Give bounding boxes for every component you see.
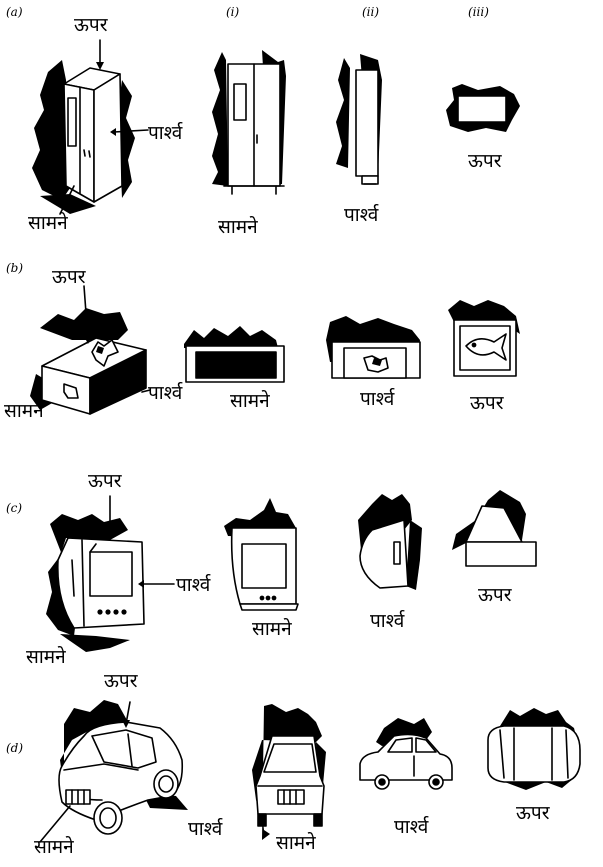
fridge-view-ii-label: पार्श्व <box>344 204 379 226</box>
fridge-top-label: ऊपर <box>74 14 108 36</box>
box-front-label: सामने <box>4 400 44 422</box>
tv-side-view <box>358 494 422 590</box>
fridge-side-label: पार्श्व <box>148 122 183 144</box>
tv-3d-drawing <box>46 495 175 652</box>
car-top-label: ऊपर <box>104 670 138 692</box>
tv-view-iii-label: ऊपर <box>478 584 512 606</box>
box-side-label: पार्श्व <box>148 382 183 404</box>
box-view-iii-label: ऊपर <box>470 392 504 414</box>
fridge-3d-drawing <box>32 39 149 215</box>
car-front-label: सामने <box>34 836 74 858</box>
row-label-c: (c) <box>6 501 23 515</box>
box-top-label: ऊपर <box>52 266 86 288</box>
fridge-front-label: सामने <box>28 212 68 234</box>
tv-front-view <box>224 498 299 611</box>
box-view-i-label: सामने <box>230 390 270 412</box>
tv-top-view <box>452 490 537 567</box>
car-front-view <box>252 704 326 840</box>
column-header-iii: (iii) <box>468 5 489 19</box>
car-side-label: पार्श्व <box>188 818 223 840</box>
tv-view-i-label: सामने <box>252 618 292 640</box>
fridge-view-i-label: सामने <box>218 216 258 238</box>
car-view-i-label: सामने <box>276 832 316 854</box>
tv-side-label: पार्श्व <box>176 574 211 596</box>
row-label-a: (a) <box>6 5 23 19</box>
column-header-ii: (ii) <box>362 5 380 19</box>
fridge-side-view <box>336 54 382 185</box>
row-label-d: (d) <box>6 741 24 755</box>
fridge-view-iii-label: ऊपर <box>468 150 502 172</box>
box-3d-drawing <box>30 285 151 415</box>
tv-top-label: ऊपर <box>88 470 122 492</box>
car-side-view <box>359 718 453 790</box>
car-view-iii-label: ऊपर <box>516 802 550 824</box>
row-label-b: (b) <box>6 261 24 275</box>
box-front-view <box>184 326 285 383</box>
tv-view-ii-label: पार्श्व <box>370 610 405 632</box>
box-top-view <box>448 300 520 377</box>
fridge-top-view <box>446 84 520 132</box>
box-side-view <box>326 316 421 379</box>
tv-front-label: सामने <box>26 646 66 668</box>
column-header-i: (i) <box>226 5 240 19</box>
car-view-ii-label: पार्श्व <box>394 816 429 838</box>
car-3d-drawing <box>39 700 188 843</box>
box-view-ii-label: पार्श्व <box>360 388 395 410</box>
fridge-front-view <box>212 50 286 195</box>
car-top-view <box>487 708 581 790</box>
